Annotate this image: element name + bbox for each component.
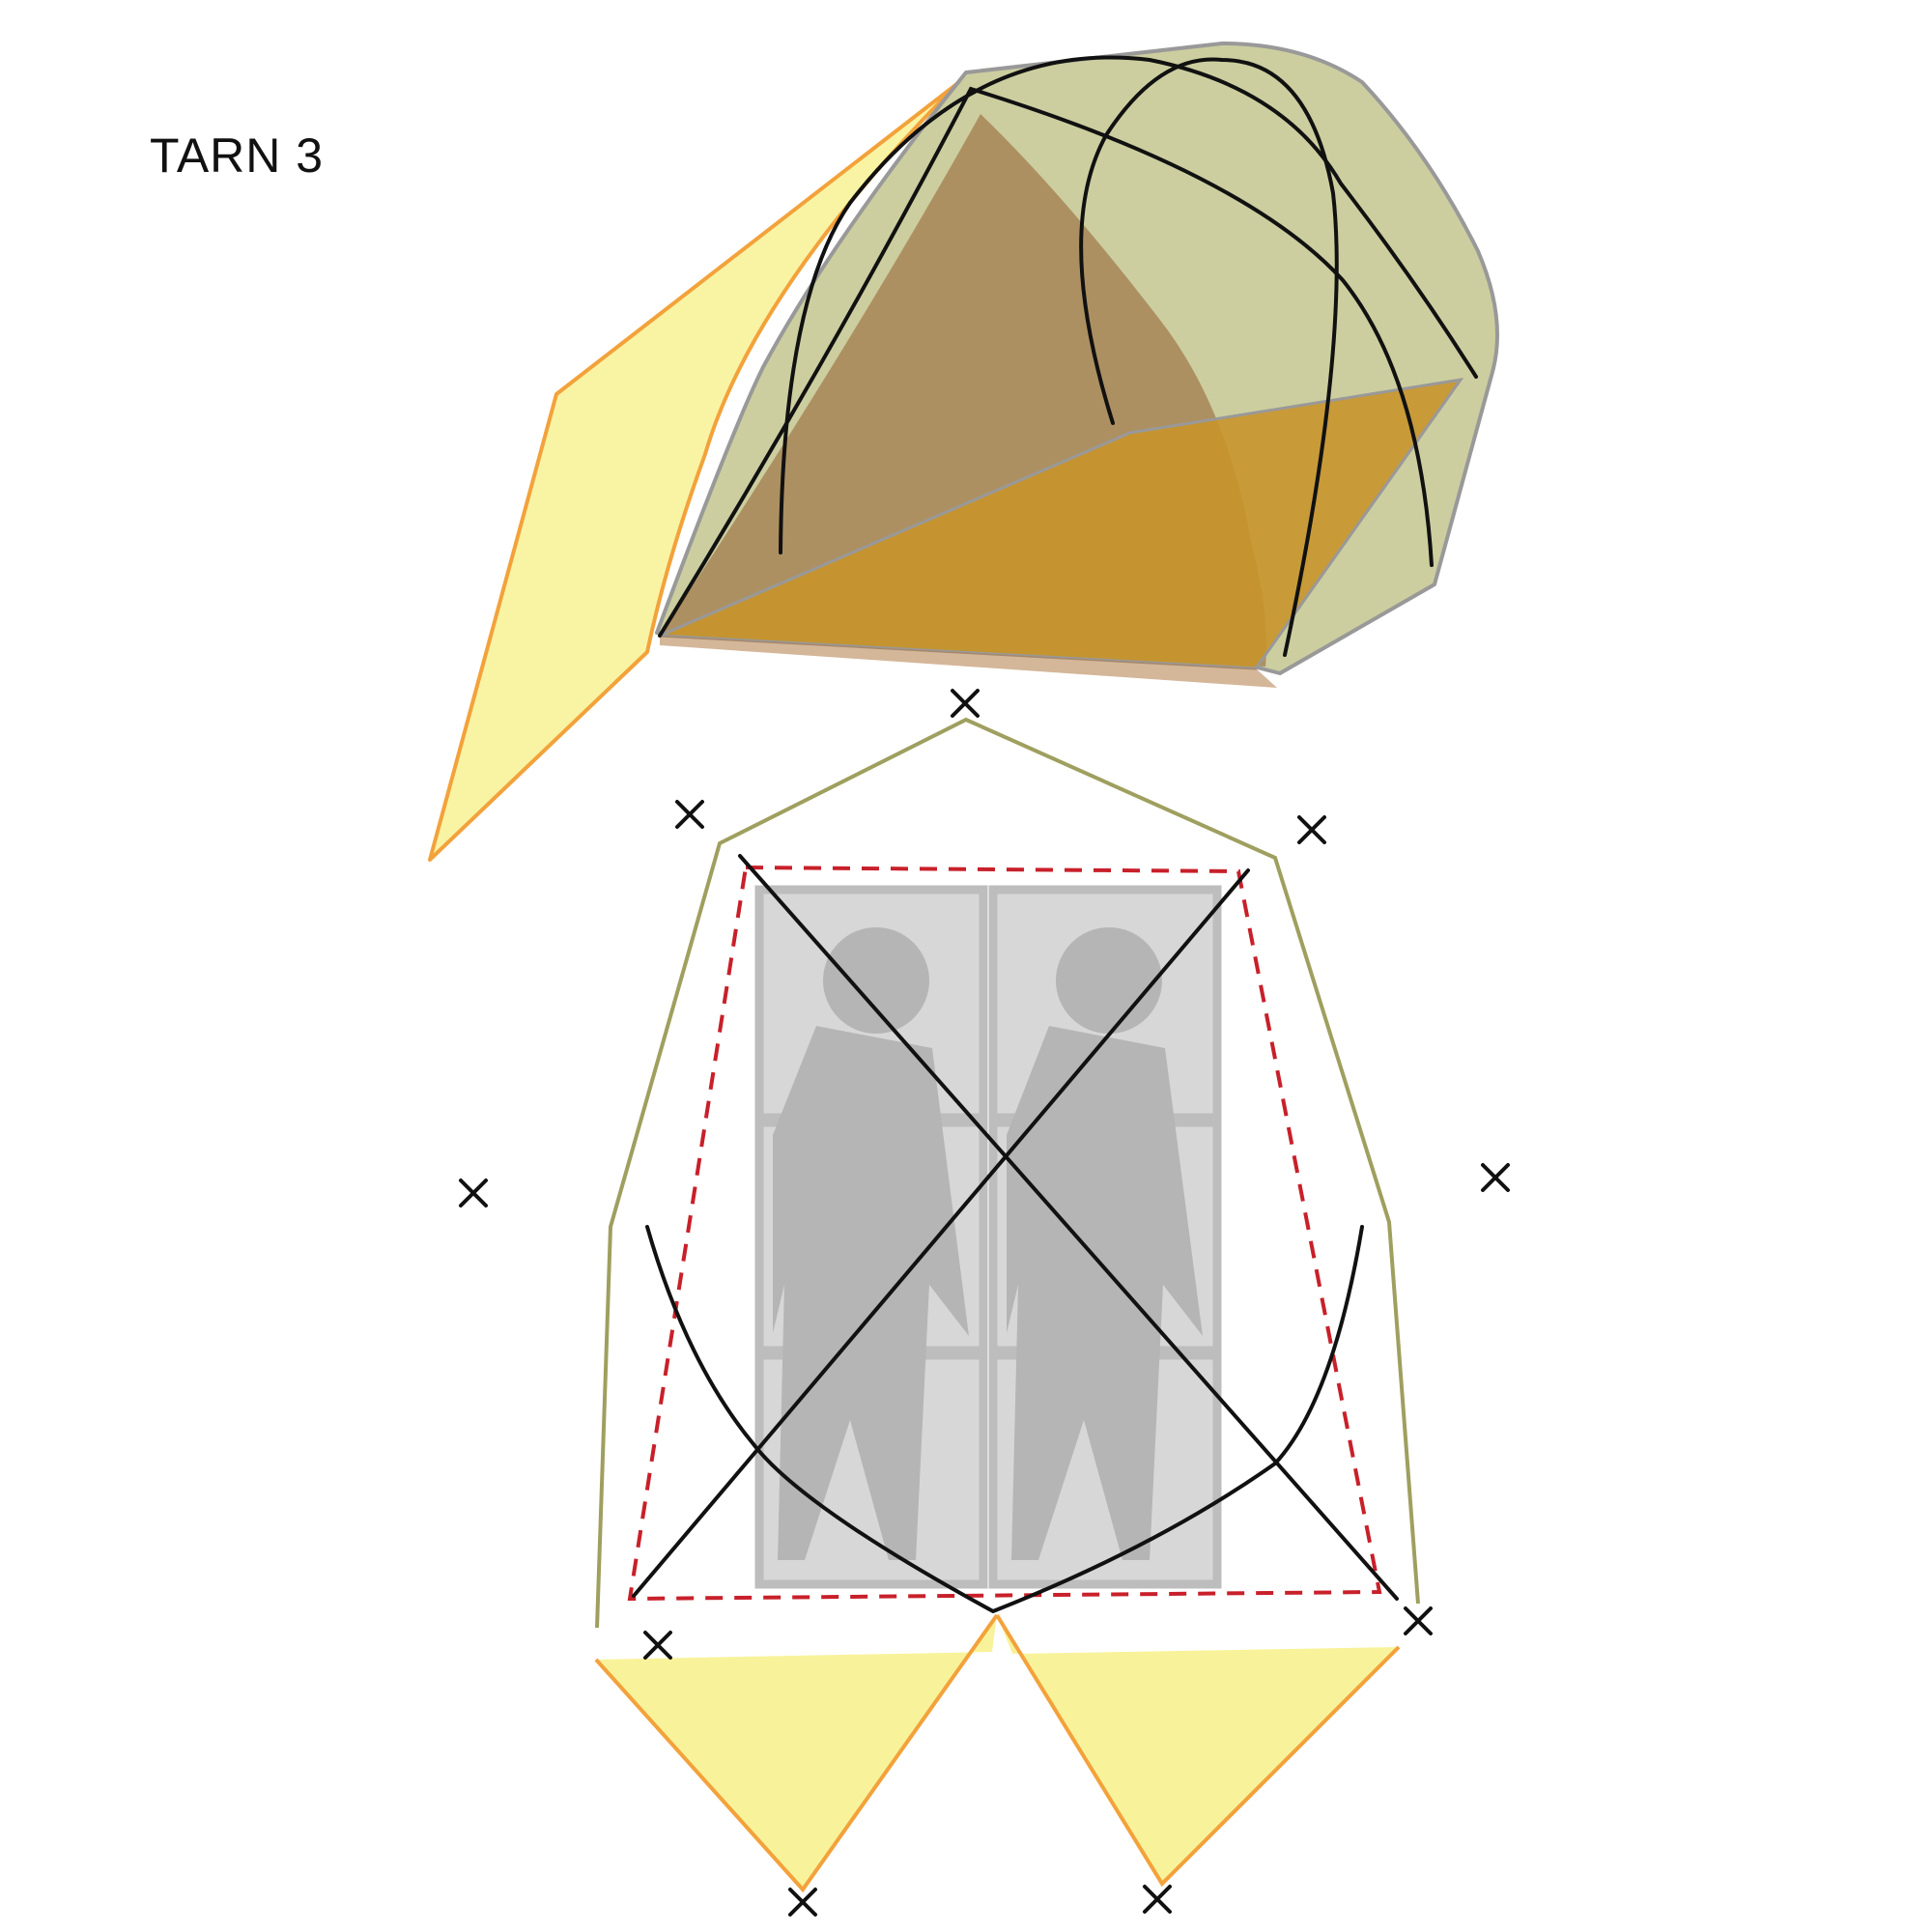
person-silhouette-icon xyxy=(1007,927,1203,1560)
stake-marker-icon xyxy=(1404,1606,1433,1635)
stake-marker-icon xyxy=(1143,1885,1172,1914)
tent-floor-plan xyxy=(459,689,1510,1917)
stake-marker-icon xyxy=(643,1631,672,1660)
stake-marker-icon xyxy=(675,800,704,829)
pole-plan-diagonal-2 xyxy=(632,868,1250,1598)
stake-marker-icon xyxy=(459,1179,488,1208)
pole-3d-3 xyxy=(1079,57,1339,657)
vestibule-left-plan xyxy=(596,1615,997,1889)
inner-tent-outline xyxy=(627,865,1382,1602)
person-silhouette-icon xyxy=(773,927,969,1560)
vestibule-right-plan xyxy=(997,1615,1399,1884)
vestibule-right-edge xyxy=(995,1613,1401,1888)
stake-marker-icon xyxy=(951,689,980,718)
vestibule-left-edge xyxy=(594,1613,999,1893)
floor-shadow-3d xyxy=(660,636,1277,688)
stake-marker-icon xyxy=(1297,815,1326,844)
stake-markers xyxy=(459,689,1510,1917)
rainfly-footprint-outline xyxy=(595,717,1420,1629)
pole-3d-2 xyxy=(779,55,1478,554)
pole-plan-diagonal-1 xyxy=(738,854,1399,1601)
tent-3d-view xyxy=(428,42,1499,862)
pole-3d-1 xyxy=(658,86,1434,638)
stake-marker-icon xyxy=(788,1888,817,1917)
diagram-title: TARN 3 xyxy=(150,128,325,183)
pole-plan-curve xyxy=(645,1225,1364,1613)
stake-marker-icon xyxy=(1481,1163,1510,1192)
